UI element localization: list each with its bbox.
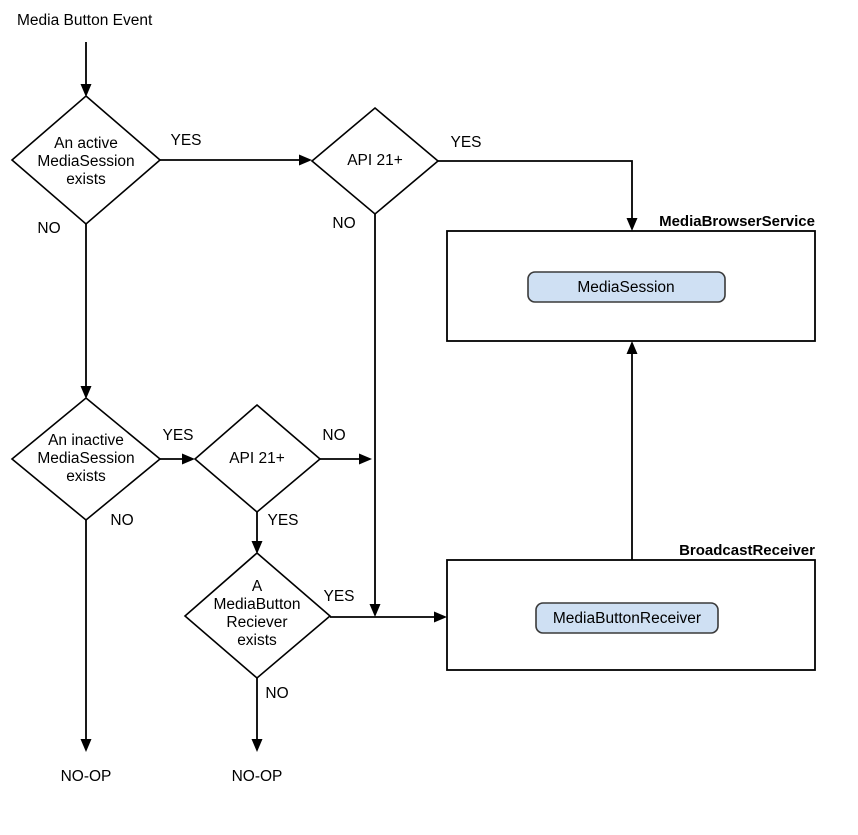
edge-label-active-yes: YES [170, 132, 201, 149]
decision-active-mediasession[interactable]: An active MediaSession exists [10, 94, 162, 226]
decision-mediabutton-receiver-line4: exists [237, 632, 277, 649]
terminal-noop-left: NO-OP [61, 768, 112, 785]
edge-label-api21-mid-yes: YES [267, 512, 298, 529]
container-broadcastreceiver-title: BroadcastReceiver [679, 542, 815, 559]
terminal-noop-mid: NO-OP [232, 768, 283, 785]
decision-inactive-mediasession-line1: An inactive [48, 432, 124, 449]
container-mediabrowserservice[interactable]: MediaBrowserService MediaSession [446, 213, 816, 342]
decision-mediabutton-receiver[interactable]: A MediaButton Reciever exists [183, 551, 332, 680]
decision-api21-top-label: API 21+ [347, 152, 403, 169]
decision-api21-top[interactable]: API 21+ [310, 106, 440, 216]
connector-active-yes-to-api21-top [160, 154, 312, 166]
decision-active-mediasession-line1: An active [54, 135, 118, 152]
connector-mediabutton-receiver-no-to-noop-mid [251, 678, 263, 752]
edge-label-mbr-no: NO [265, 685, 288, 702]
connector-api21-mid-no-to-vertical [320, 453, 372, 465]
edge-label-inactive-yes: YES [162, 427, 193, 444]
edge-label-api21-mid-no: NO [322, 427, 345, 444]
connector-api21-top-yes-to-mediabrowserservice [438, 160, 638, 231]
decision-mediabutton-receiver-line2: MediaButton [213, 596, 300, 613]
edge-label-active-no: NO [37, 220, 60, 237]
entry-label: Media Button Event [17, 12, 153, 29]
decision-inactive-mediasession[interactable]: An inactive MediaSession exists [10, 396, 162, 522]
edge-label-api21-top-no: NO [332, 215, 355, 232]
pill-mediabuttonreceiver[interactable]: MediaButtonReceiver [535, 602, 719, 634]
connector-inactive-yes-to-api21-mid [160, 453, 195, 465]
connector-inactive-no-to-noop-left [80, 520, 92, 752]
edge-label-api21-top-yes: YES [450, 134, 481, 151]
decision-active-mediasession-line3: exists [66, 171, 106, 188]
connector-entry-to-active-session [80, 42, 92, 97]
decision-api21-mid-label: API 21+ [229, 450, 285, 467]
edge-label-mbr-yes: YES [323, 588, 354, 605]
edge-label-inactive-no: NO [110, 512, 133, 529]
decision-active-mediasession-line2: MediaSession [37, 153, 134, 170]
connector-broadcastreceiver-to-mediabrowserservice [626, 341, 638, 560]
container-mediabrowserservice-title: MediaBrowserService [659, 213, 815, 230]
connector-api21-mid-yes-to-mediabutton-receiver [251, 512, 263, 554]
connector-mediabutton-receiver-yes-to-broadcastreceiver [330, 611, 447, 623]
pill-mediasession-label: MediaSession [577, 279, 674, 296]
decision-inactive-mediasession-line3: exists [66, 468, 106, 485]
pill-mediabuttonreceiver-label: MediaButtonReceiver [553, 610, 701, 627]
connector-api21-top-no-to-broadcastreceiver [369, 214, 381, 617]
container-broadcastreceiver[interactable]: BroadcastReceiver MediaButtonReceiver [446, 542, 816, 671]
decision-mediabutton-receiver-line1: A [252, 578, 263, 595]
pill-mediasession[interactable]: MediaSession [527, 271, 726, 303]
decision-mediabutton-receiver-line3: Reciever [226, 614, 287, 631]
decision-inactive-mediasession-line2: MediaSession [37, 450, 134, 467]
decision-api21-mid[interactable]: API 21+ [193, 403, 322, 514]
connector-active-no-to-inactive-session [80, 224, 92, 399]
